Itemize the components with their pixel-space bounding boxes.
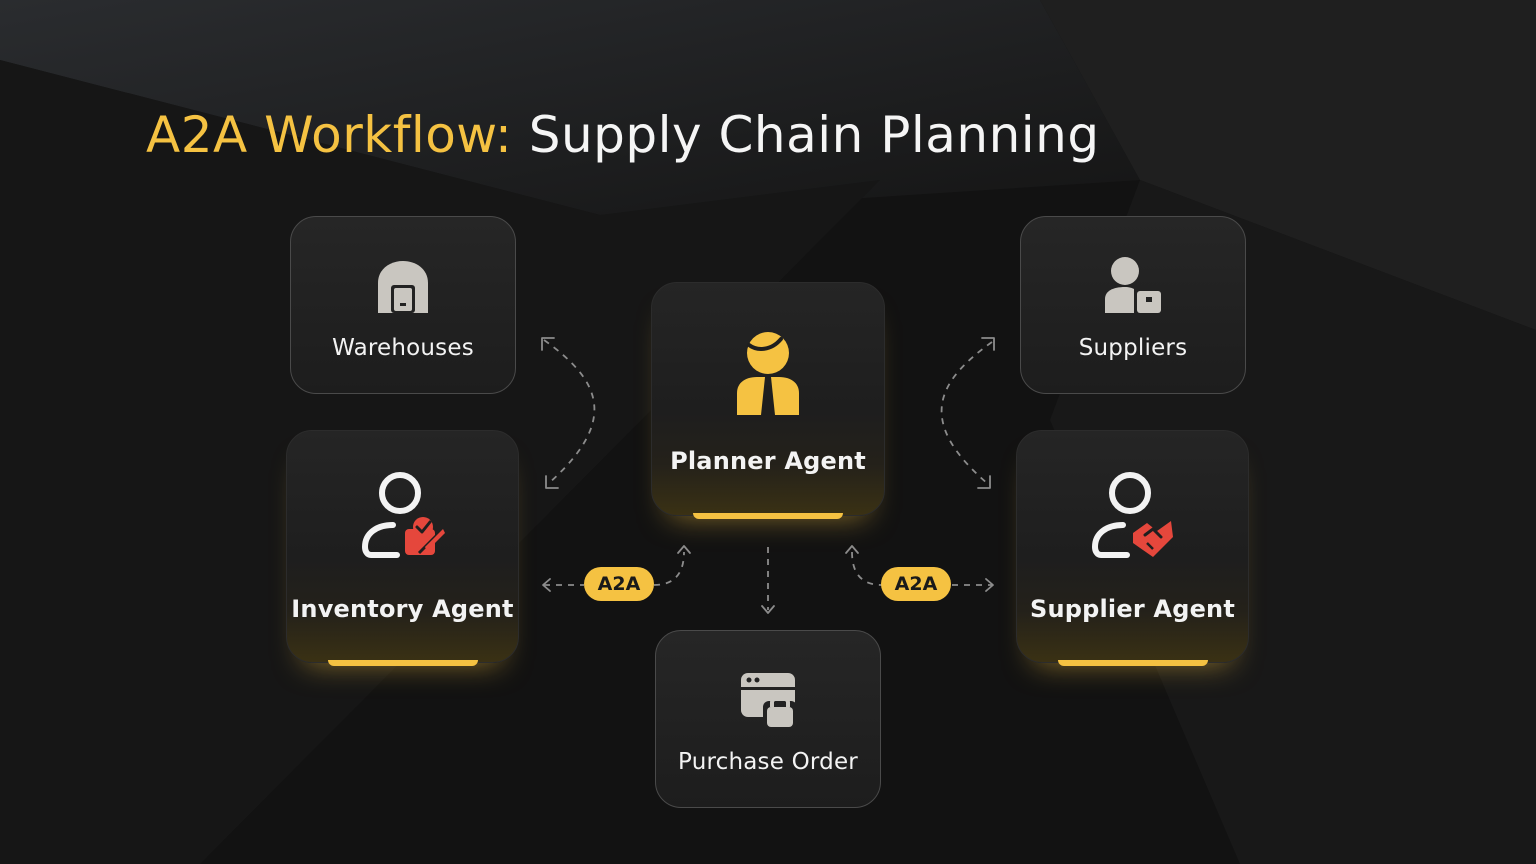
locked-browser-icon xyxy=(741,673,797,729)
node-warehouses: Warehouses xyxy=(290,216,516,394)
node-label: Warehouses xyxy=(332,335,474,361)
page-title: A2A Workflow: Supply Chain Planning xyxy=(146,106,1100,164)
handshake-agent-icon xyxy=(1091,472,1173,558)
planner-agent-icon xyxy=(737,332,799,415)
node-label: Inventory Agent xyxy=(291,595,514,623)
node-purchase-order: Purchase Order xyxy=(655,630,881,808)
node-label: Supplier Agent xyxy=(1029,595,1236,623)
node-supplier-agent: Supplier Agent xyxy=(1016,430,1249,663)
node-inventory-agent: Inventory Agent xyxy=(286,430,519,663)
a2a-badge-left: A2A xyxy=(584,567,654,601)
warehouse-icon xyxy=(378,261,428,313)
node-label: Suppliers xyxy=(1078,335,1188,361)
a2a-badge-right: A2A xyxy=(881,567,951,601)
node-planner-agent: Planner Agent xyxy=(651,282,885,516)
node-suppliers: Suppliers xyxy=(1020,216,1246,394)
node-label: Purchase Order xyxy=(678,749,858,775)
inventory-agent-icon xyxy=(361,472,445,558)
supplier-person-icon xyxy=(1105,257,1161,313)
title-main: Supply Chain Planning xyxy=(528,106,1100,164)
node-label: Planner Agent xyxy=(670,447,866,475)
title-accent: A2A Workflow: xyxy=(146,106,513,164)
